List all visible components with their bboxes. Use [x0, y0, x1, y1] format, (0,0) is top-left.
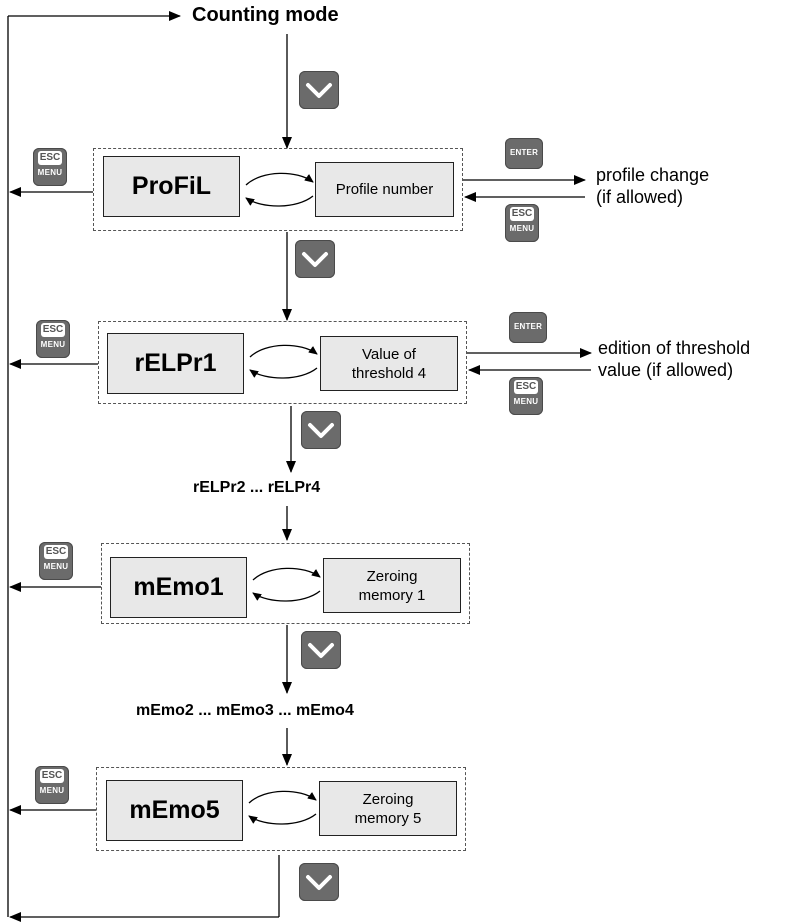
esc-menu-key[interactable]: ESC MENU [35, 766, 69, 804]
description-box: Value of threshold 4 [320, 336, 458, 391]
menu-key-label: MENU [37, 168, 63, 177]
intermediate-label: mEmo2 ... mEmo3 ... mEmo4 [136, 702, 354, 719]
display-code: ProFiL [131, 172, 212, 200]
display-code-box: rELPr1 [107, 333, 244, 394]
esc-menu-key[interactable]: ESC MENU [36, 320, 70, 358]
action-label: profile change [596, 165, 710, 185]
display-code-box: mEmo1 [110, 557, 247, 618]
action-label: (if allowed) [596, 187, 684, 207]
action-label: edition of threshold [598, 338, 751, 358]
description-text: Profile number [335, 181, 434, 198]
description-box: Zeroing memory 1 [323, 558, 461, 613]
menu-key-label: MENU [40, 340, 66, 349]
description-box: Profile number [315, 162, 454, 217]
esc-menu-key[interactable]: ESC MENU [39, 542, 73, 580]
display-code-box: mEmo5 [106, 780, 243, 841]
menu-key-label: MENU [509, 224, 535, 233]
action-label: value (if allowed) [598, 360, 734, 380]
cycle-arrows-4 [248, 790, 317, 825]
menu-key-label: MENU [513, 397, 539, 406]
chevron-down-icon [306, 875, 332, 890]
description-text: Value of [362, 345, 416, 363]
down-key-4[interactable] [301, 631, 341, 669]
description-text: threshold 4 [351, 364, 427, 382]
menu-key-label: MENU [39, 786, 65, 795]
down-key-5[interactable] [299, 863, 339, 901]
chevron-down-icon [302, 252, 328, 267]
esc-menu-key[interactable]: ESC MENU [33, 148, 67, 186]
esc-menu-key[interactable]: ESC MENU [509, 377, 543, 415]
display-code: mEmo1 [133, 573, 224, 601]
enter-key[interactable]: ENTER [509, 312, 547, 343]
enter-key[interactable]: ENTER [505, 138, 543, 169]
esc-key-label: ESC [40, 769, 64, 783]
esc-key-label: ESC [514, 380, 538, 394]
step-group-memo1 [101, 543, 470, 624]
chevron-down-icon [308, 643, 334, 658]
description-text: memory 5 [354, 809, 422, 827]
step-group-memo5 [96, 767, 466, 851]
esc-key-label: ESC [510, 207, 534, 221]
chevron-down-icon [306, 83, 332, 98]
cycle-arrows-2 [249, 344, 318, 379]
cycle-arrows-1 [245, 172, 314, 207]
description-text: memory 1 [358, 586, 426, 604]
esc-key-label: ESC [44, 545, 68, 559]
step-group-relpr1 [98, 321, 467, 404]
down-key-1[interactable] [299, 71, 339, 109]
counting-mode-label: Counting mode [192, 4, 339, 26]
cycle-arrows-3 [252, 567, 321, 602]
esc-menu-key[interactable]: ESC MENU [505, 204, 539, 242]
display-code: rELPr1 [134, 349, 217, 377]
display-code: mEmo5 [129, 796, 220, 824]
step-group-profil [93, 148, 463, 231]
esc-key-label: ESC [41, 323, 65, 337]
esc-key-label: ESC [38, 151, 62, 165]
down-key-2[interactable] [295, 240, 335, 278]
display-code-box: ProFiL [103, 156, 240, 217]
description-box: Zeroing memory 5 [319, 781, 457, 836]
menu-key-label: MENU [43, 562, 69, 571]
down-key-3[interactable] [301, 411, 341, 449]
description-text: Zeroing [362, 790, 414, 808]
description-text: Zeroing [366, 567, 418, 585]
chevron-down-icon [308, 423, 334, 438]
intermediate-label: rELPr2 ... rELPr4 [193, 479, 321, 496]
